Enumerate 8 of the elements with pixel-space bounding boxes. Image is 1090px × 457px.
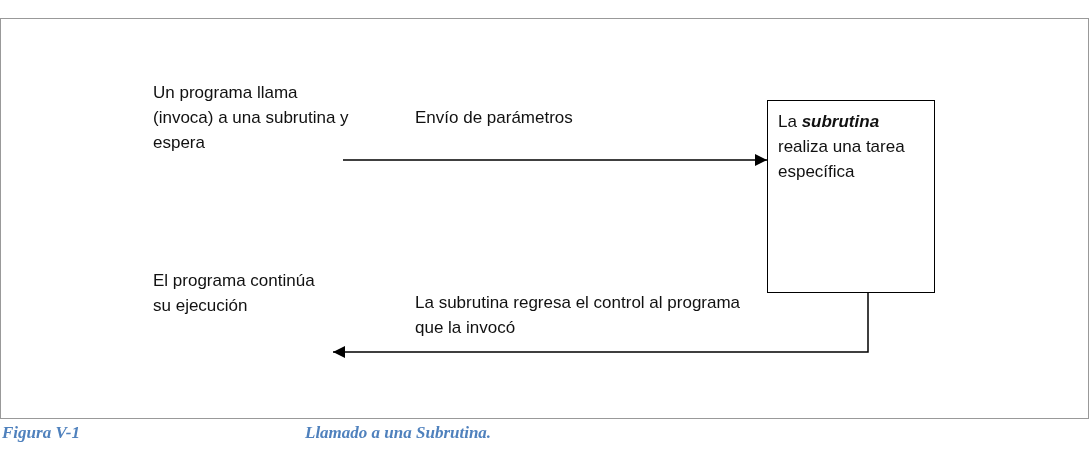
- process-box: [767, 100, 935, 293]
- arrow: [342, 154, 768, 166]
- caption: Llamado a una Subrutina.: [305, 423, 492, 443]
- figure-number: Figura V-1: [2, 423, 80, 443]
- node-text: El programa continúa su ejecución: [153, 270, 316, 317]
- arrow: [332, 292, 869, 358]
- node-text: Un programa llama (invoca) a una subrutina y espera: [153, 82, 350, 154]
- node-text: La subrutina realiza una tarea específica: [778, 111, 906, 183]
